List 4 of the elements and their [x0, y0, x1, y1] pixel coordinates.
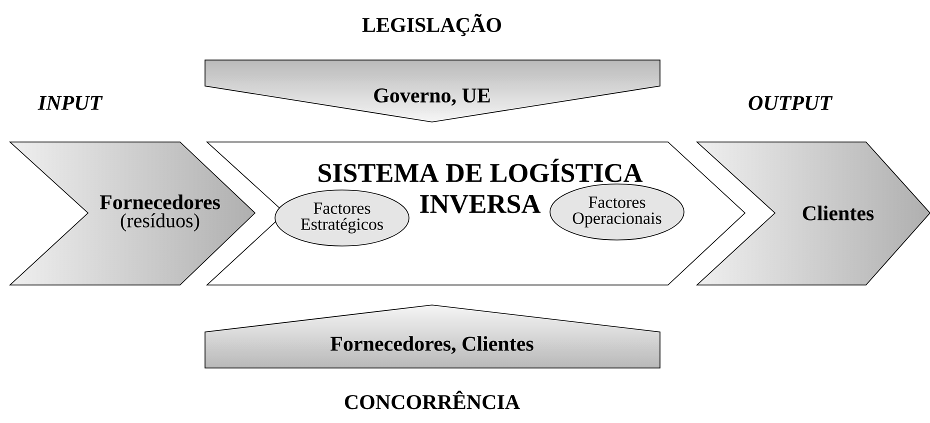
heading: LEGISLAÇÃO [362, 14, 501, 36]
heading: CONCORRÊNCIA [344, 390, 520, 410]
heading: INPUT [38, 96, 103, 110]
heading: OUTPUT [748, 96, 833, 110]
